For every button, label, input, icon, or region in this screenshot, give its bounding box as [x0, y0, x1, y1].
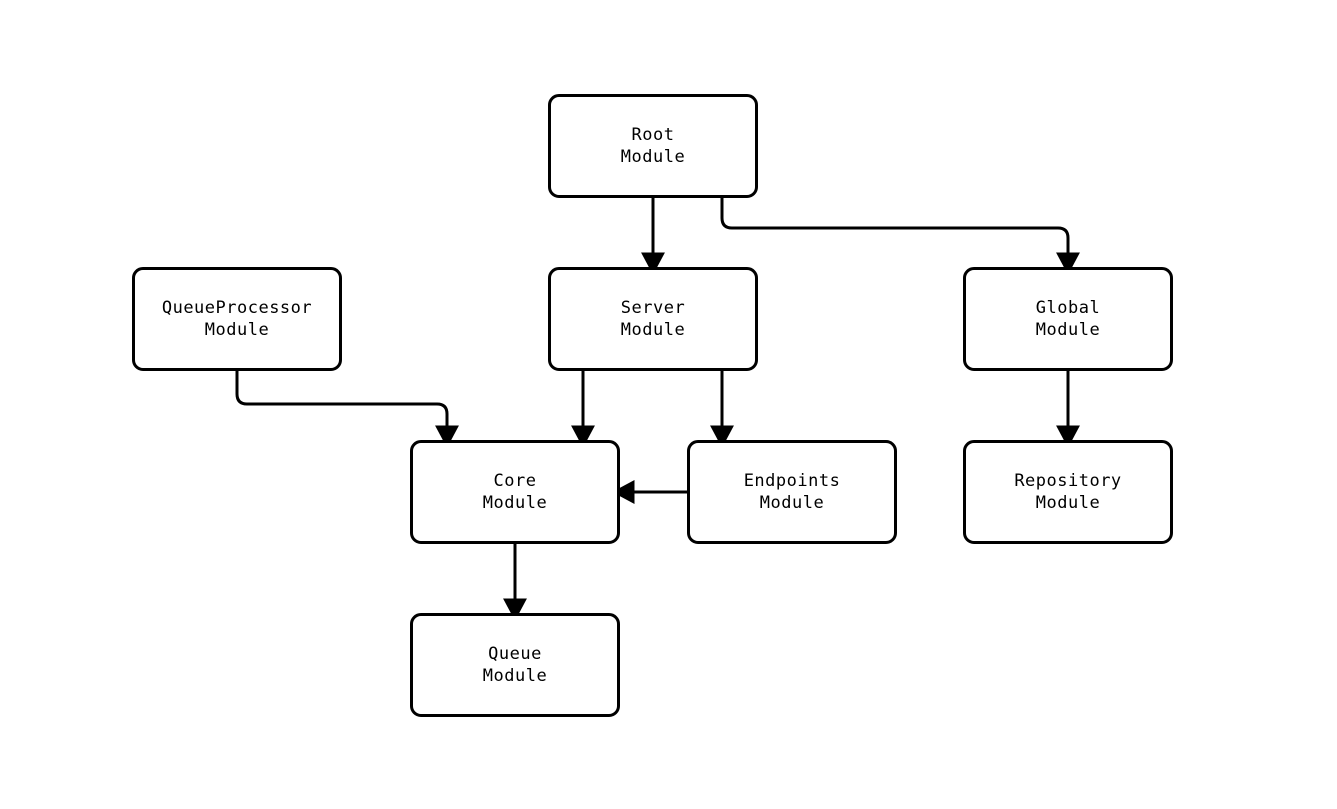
node-server-subtitle: Module — [620, 320, 686, 340]
node-queueprocessor[interactable]: QueueProcessor Module — [132, 267, 342, 371]
edge-queueprocessor-to-core — [235, 371, 459, 448]
node-global[interactable]: Global Module — [963, 267, 1173, 371]
edge-root-to-global — [720, 198, 1080, 275]
node-global-subtitle: Module — [1035, 320, 1101, 340]
node-root-subtitle: Module — [620, 147, 686, 167]
node-core-title: Core — [493, 471, 537, 491]
node-endpoints-title: Endpoints — [743, 471, 841, 491]
node-queueprocessor-subtitle: Module — [204, 320, 270, 340]
node-server-title: Server — [620, 298, 686, 318]
node-core[interactable]: Core Module — [410, 440, 620, 544]
node-repository-title: Repository — [1014, 471, 1122, 491]
node-root-title: Root — [631, 125, 675, 145]
node-queue-title: Queue — [488, 644, 542, 664]
node-root[interactable]: Root Module — [548, 94, 758, 198]
node-repository[interactable]: Repository Module — [963, 440, 1173, 544]
node-endpoints-subtitle: Module — [759, 493, 825, 513]
node-core-subtitle: Module — [482, 493, 548, 513]
node-queueprocessor-title: QueueProcessor — [161, 298, 313, 318]
node-queue[interactable]: Queue Module — [410, 613, 620, 717]
node-endpoints[interactable]: Endpoints Module — [687, 440, 897, 544]
node-repository-subtitle: Module — [1035, 493, 1101, 513]
node-global-title: Global — [1035, 298, 1101, 318]
node-queue-subtitle: Module — [482, 666, 548, 686]
node-server[interactable]: Server Module — [548, 267, 758, 371]
